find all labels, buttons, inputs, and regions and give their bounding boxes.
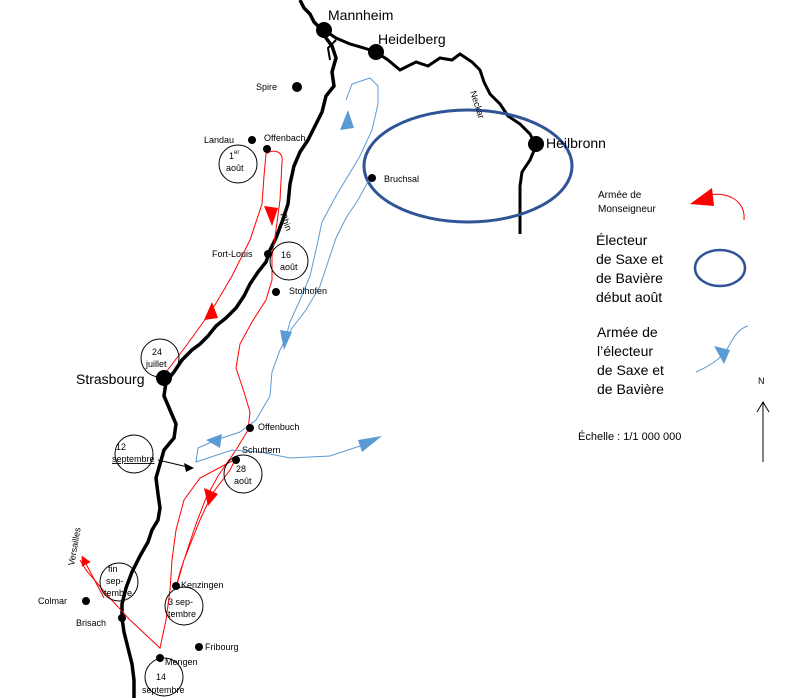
label-offenbach: Offenbach [264,133,305,143]
date-3sept-1: 3 sep- [168,597,193,607]
bruchsal-dot [368,174,376,182]
date-28aout-month: août [234,476,252,486]
label-mengen: Mengen [165,657,198,667]
date-14sept-day: 14 [156,672,166,682]
date-14sept-month: septembre [142,685,185,695]
date-28aout-day: 28 [236,464,246,474]
label-offenbuch: Offenbuch [258,422,299,432]
label-stolhofen: Stolhofen [289,286,327,296]
legend-monseigneur-arrow [690,188,714,206]
monseigneur-route [79,150,283,649]
label-spire: Spire [256,82,277,92]
legend-monseigneur-line1: Armée de [598,190,642,201]
electeur-arrow-1 [340,110,354,130]
versailles-arrow [81,555,105,599]
electeur-arrow-4 [206,434,222,448]
label-colmar: Colmar [38,596,67,606]
spire-dot [292,82,302,92]
neckar-tributary [326,39,337,61]
offenbuch-dot [246,424,254,432]
date-circle-24juillet [140,338,180,378]
date-finsept-3: tembre [104,588,132,598]
legend-electeur-swatch [693,248,747,288]
date-3sept-2: tembre [168,609,196,619]
date-12sept-month: septembre [112,454,155,464]
monseigneur-arrow-3 [204,488,218,506]
colmar-dot [82,597,90,605]
legend-armee-elect-swatch [695,325,749,373]
date-24juillet-month: juillet [145,359,167,369]
legend-armee-elect-line2: l’électeur [597,343,653,359]
legend-monseigneur-line2: Monseigneur [598,204,656,215]
date-1aout-day: 1 [229,151,234,161]
monseigneur-arrow-2 [264,206,278,226]
date-24juillet-day: 24 [152,347,162,357]
legend-electeur-line3: de Bavière [596,270,663,286]
date-circle-finsept [99,562,139,602]
strasbourg-dot [156,370,172,386]
label-mannheim: Mannheim [328,7,393,23]
mannheim-dot [316,22,332,38]
date-16aout-month: août [280,262,298,272]
date-circle-12sept [114,434,154,474]
label-heilbronn: Heilbronn [546,135,606,151]
label-bruchsal: Bruchsal [384,174,419,184]
date-circle-3sept [164,586,204,626]
legend-armee-elect-arrow [714,346,730,364]
sept12-arrowhead [184,463,194,472]
legend-armee-elect-line4: de Bavière [597,381,664,397]
electeur-arrow-2 [280,330,292,350]
date-16aout-day: 16 [281,250,291,260]
date-circle-1aout [218,144,258,184]
label-schuttern: Schuttern [242,445,281,455]
label-kenzingen: Kenzingen [181,580,224,590]
date-circle-28aout [223,454,263,494]
electeur-zone-ellipse [362,108,574,224]
electeur-army-route [195,177,371,463]
north-label: N [758,376,765,386]
label-strasbourg: Strasbourg [76,371,144,387]
label-landau: Landau [204,135,234,145]
label-fort-louis: Fort-Louis [212,249,253,259]
schuttern-dot [232,456,240,464]
date-1aout-sup: er [234,150,239,156]
date-finsept-1: fin [108,564,118,574]
heidelberg-dot [368,44,384,60]
fort-louis-dot [264,250,272,258]
electeur-arrow-3 [358,436,382,452]
legend-electeur-line2: de Saxe et [596,251,663,267]
stolhofen-dot [272,288,280,296]
brisach-dot [118,614,126,622]
date-1aout-month: août [226,163,244,173]
date-circle-14sept [144,657,184,697]
electeur-army-route-north [283,77,379,345]
label-heidelberg: Heidelberg [378,31,446,47]
rhine-river [120,0,338,698]
legend-armee-elect-line1: Armée de [597,324,658,340]
label-brisach: Brisach [76,618,106,628]
label-fribourg: Fribourg [205,642,239,652]
legend-armee-elect-line3: de Saxe et [597,362,664,378]
date-finsept-2: sep- [106,576,124,586]
label-neckar: Neckar [468,90,486,120]
offenbach-dot [263,145,271,153]
heilbronn-dot [528,136,544,152]
monseigneur-arrow-1 [204,302,218,320]
legend-electeur-line1: Électeur [596,232,648,248]
fribourg-dot [195,643,203,651]
landau-dot [248,136,256,144]
date-circle-16aout [269,241,309,281]
scale-label: Échelle : 1/1 000 000 [578,430,681,443]
north-arrow [756,401,770,462]
legend-electeur-line4: début août [596,289,662,305]
date-12sept-day: 12 [116,442,126,452]
